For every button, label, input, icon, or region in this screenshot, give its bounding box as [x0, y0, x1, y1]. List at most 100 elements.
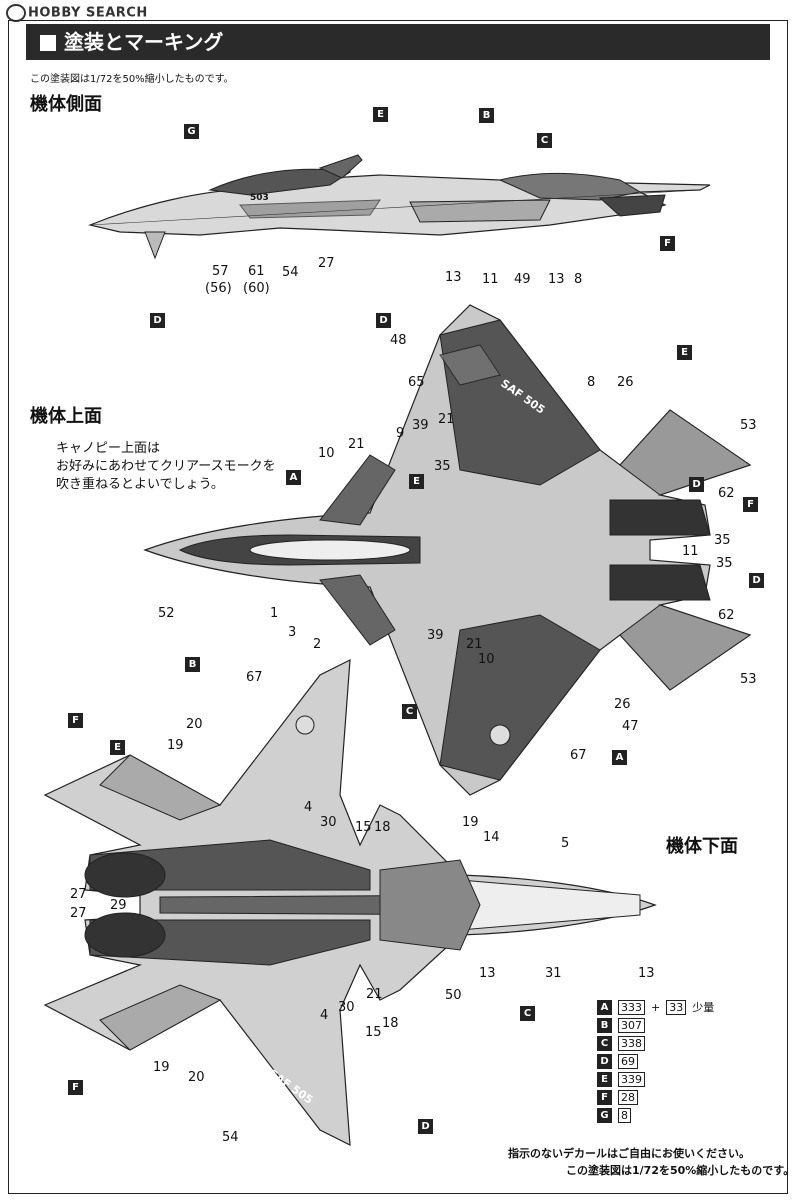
label-57: 57 [212, 264, 229, 279]
label-21-top-c: 21 [466, 637, 483, 652]
label-53-top-b: 53 [740, 672, 757, 687]
label-50: 50 [445, 988, 462, 1003]
watermark: HOBBY SEARCH [6, 4, 148, 22]
label-26-top-b: 26 [614, 697, 631, 712]
label-20-bottom-a: 20 [186, 717, 203, 732]
tag-c-bottom: C [520, 1006, 535, 1021]
tag-d-top-1: D [376, 313, 391, 328]
tag-b-side: B [479, 108, 494, 123]
label-9-top: 9 [396, 426, 405, 441]
tag-b-bottom: B [185, 657, 200, 672]
legend-tag-g: G [597, 1107, 612, 1123]
label-56: (56) [205, 281, 232, 296]
canopy-note: キャノピー上面は お好みにあわせてクリアースモークを 吹き重ねるとよいでしょう。 [56, 440, 276, 494]
label-21-top-a: 21 [438, 412, 455, 427]
label-2: 2 [313, 637, 322, 652]
watermark-text: HOBBY SEARCH [28, 5, 148, 21]
tag-d-bottom: D [418, 1119, 433, 1134]
tag-f-bottom-1: F [68, 713, 83, 728]
side-marking-503: 503 [250, 193, 269, 203]
label-47: 47 [622, 719, 639, 734]
legend-tag-a: A [597, 999, 612, 1015]
label-20-bottom-b: 20 [188, 1070, 205, 1085]
square-icon [40, 35, 56, 51]
label-39-top: 39 [412, 418, 429, 433]
label-13-bottom-a: 13 [479, 966, 496, 981]
label-35-top-b: 35 [714, 533, 731, 548]
tag-f-top: F [743, 497, 758, 512]
legend-row-b: B 307 [597, 1016, 767, 1034]
label-26-top: 26 [617, 375, 634, 390]
legend-code-g: 8 [618, 1107, 631, 1123]
label-31: 31 [545, 966, 562, 981]
side-view-aircraft [88, 154, 711, 260]
section-side: 機体側面 [30, 94, 102, 115]
label-19-bottom-c: 19 [153, 1060, 170, 1075]
legend-row-c: C 338 [597, 1034, 767, 1052]
tag-e-top-1: E [677, 345, 692, 360]
tag-e-top-2: E [409, 474, 424, 489]
tag-d-side: D [150, 313, 165, 328]
legend-tag-e: E [597, 1071, 612, 1087]
label-19-bottom-a: 19 [167, 738, 184, 753]
tag-c-side: C [537, 133, 552, 148]
label-39-top-b: 39 [427, 628, 444, 643]
logo-icon [6, 4, 26, 22]
label-62-top-b: 62 [718, 608, 735, 623]
label-13-bottom-b: 13 [638, 966, 655, 981]
footer-scale-note: この塗装図は1/72を50%縮小したものです。 [566, 1164, 795, 1177]
label-49: 49 [514, 272, 531, 287]
tag-c-top: C [402, 704, 417, 719]
legend-plus: + [651, 1000, 661, 1014]
label-21-top-b: 21 [348, 437, 365, 452]
legend-row-f: F 28 [597, 1088, 767, 1106]
legend-note-a: 少量 [692, 1001, 715, 1014]
label-27-bottom-b: 27 [70, 906, 87, 921]
label-53-top: 53 [740, 418, 757, 433]
legend-row-e: E 339 [597, 1070, 767, 1088]
page-frame [8, 20, 788, 1194]
label-21-bottom: 21 [366, 987, 383, 1002]
label-18-bottom-b: 18 [382, 1016, 399, 1031]
label-35-top-c: 35 [716, 556, 733, 571]
label-10-top-b: 10 [478, 652, 495, 667]
label-27-side: 27 [318, 256, 335, 271]
label-13-side-b: 13 [548, 272, 565, 287]
legend-row-a: A 333 + 33 少量 [597, 998, 767, 1016]
legend-code-f: 28 [618, 1089, 638, 1105]
label-29: 29 [110, 898, 127, 913]
legend-code-a: 333 [618, 999, 645, 1015]
label-14: 14 [483, 830, 500, 845]
label-13-side-a: 13 [445, 270, 462, 285]
tag-d-top-2: D [689, 477, 704, 492]
label-54-side: 54 [282, 265, 299, 280]
legend-code-e: 339 [618, 1071, 645, 1087]
scale-note: この塗装図は1/72を50%縮小したものです。 [30, 74, 234, 85]
label-27-bottom-a: 27 [70, 887, 87, 902]
legend-tag-f: F [597, 1089, 612, 1105]
label-3: 3 [288, 625, 297, 640]
label-54-bottom: 54 [222, 1130, 239, 1145]
label-15-bottom-b: 15 [365, 1025, 382, 1040]
label-67-bottom: 67 [246, 670, 263, 685]
section-top: 機体上面 [30, 406, 102, 427]
legend-code-d: 69 [618, 1053, 638, 1069]
label-10-top: 10 [318, 446, 335, 461]
label-30-bottom-b: 30 [338, 1000, 355, 1015]
label-62-top-a: 62 [718, 486, 735, 501]
banner-title: 塗装とマーキング [64, 30, 224, 54]
label-30-bottom-a: 30 [320, 815, 337, 830]
label-4-bottom-b: 4 [320, 1008, 329, 1023]
legend-tag-c: C [597, 1035, 612, 1051]
tag-a-top-2: A [612, 750, 627, 765]
tag-e-side: E [373, 107, 388, 122]
tag-e-bottom: E [110, 740, 125, 755]
legend-code-c: 338 [618, 1035, 645, 1051]
legend-code-b: 307 [618, 1017, 645, 1033]
legend-tag-b: B [597, 1017, 612, 1033]
label-15-bottom-a: 15 [355, 820, 372, 835]
label-11-side: 11 [482, 272, 499, 287]
label-35-top: 35 [434, 459, 451, 474]
